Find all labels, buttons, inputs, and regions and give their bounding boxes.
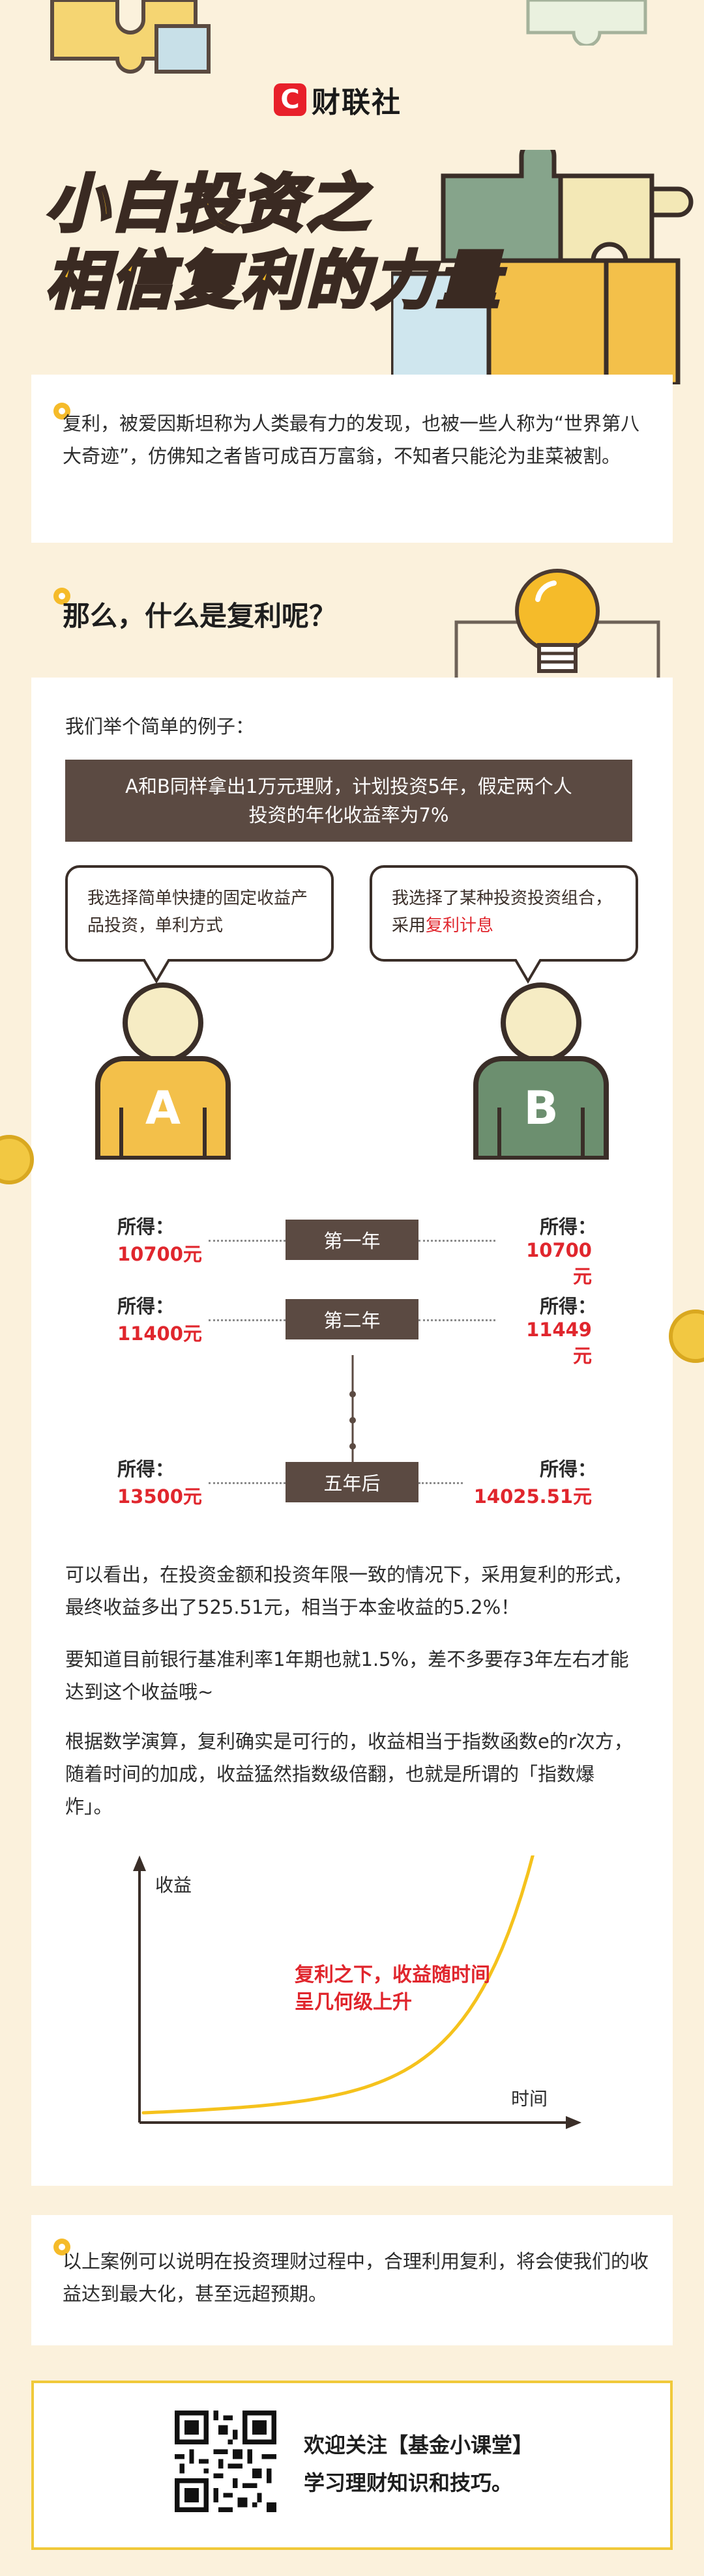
bubble-b-highlight: 复利计息 [426,916,494,936]
person-a-letter: A [145,1081,181,1135]
bubble-a-tail [143,959,171,984]
a-earn-label-2: 所得： [117,1295,175,1317]
footer-line-2: 学习理财知识和技巧。 [304,2470,513,2495]
dotted-line [418,1319,495,1321]
year-box-5: 五年后 [286,1462,418,1502]
dotted-line [418,1482,463,1484]
intro-card [31,375,673,543]
bubble-b-text: 我选择了某种投资投资组合，采用 [392,889,613,936]
graph-x-label: 时间 [511,2088,548,2110]
logo-text: 财联社 [312,86,402,119]
graph-note-line-1: 复利之下，收益随时间 [295,1964,490,1986]
a-value-year5: 13500元 [117,1485,202,1508]
lightbulb-icon [454,569,660,678]
a-earn-label-3: 所得： [117,1458,175,1480]
coin-icon [669,1309,704,1363]
puzzle-decoration-title [391,150,694,384]
puzzle-decoration-top-left [50,0,211,74]
a-earn-label-1: 所得： [117,1216,175,1238]
b-earn-label-1: 所得： [540,1216,597,1238]
puzzle-decoration-top-right [526,0,647,46]
b-value-year1: 10700元 [526,1239,592,1287]
a-value-year1: 10700元 [117,1243,202,1265]
dotted-line [209,1319,286,1321]
compound-growth-graph [133,1855,581,2129]
qr-code-icon[interactable] [175,2411,276,2512]
title-line-2: 相信复利的力量 [44,244,502,319]
bubble-b-tail [515,959,542,984]
growth-curve [141,1855,535,2115]
speech-bubble-b: 我选择了某种投资投资组合，采用复利计息 [370,865,638,962]
b-earn-label-3: 所得： [540,1458,597,1480]
question-heading: 那么，什么是复利呢？ [63,600,337,632]
intro-text: 复利，被爱因斯坦称为人类最有力的发现，也被一些人称为“世界第八大奇迹”，仿佛知之… [63,412,640,467]
banner-line-2: 投资的年化收益率为7% [248,804,449,826]
graph-note-line-2: 呈几何级上升 [295,1991,412,2014]
analysis-paragraph-1: 可以看出，在投资金额和投资年限一致的情况下，采用复利的形式，最终收益多出了525… [65,1564,633,1618]
footer-box [31,2381,673,2550]
dotted-line [209,1482,286,1484]
banner-line-1: A和B同样拿出1万元理财，计划投资5年，假定两个人 [125,775,572,797]
year-box-1: 第一年 [286,1220,418,1260]
conclusion-text: 以上案例可以说明在投资理财过程中，合理利用复利，将会使我们的收益达到最大化，甚至… [63,2250,649,2305]
b-value-year5: 14025.51元 [473,1485,592,1508]
bubble-a-text: 我选择简单快捷的固定收益产品投资，单利方式 [87,889,308,936]
graph-y-label: 收益 [155,1874,192,1896]
bullet-dot-icon [53,403,70,420]
person-b-letter: B [523,1081,559,1135]
brand-logo: C 财联社 [274,82,402,119]
conclusion-card [31,2215,673,2345]
coin-icon [0,1135,34,1184]
person-a-avatar [95,982,231,1160]
speech-bubble-a: 我选择简单快捷的固定收益产品投资，单利方式 [65,865,334,962]
b-value-year2: 11449元 [526,1319,592,1367]
year-box-2: 第二年 [286,1299,418,1339]
logo-badge: C [274,83,306,116]
b-earn-label-2: 所得： [540,1295,597,1317]
title-line-1: 小白投资之 [44,167,372,242]
a-value-year2: 11400元 [117,1323,202,1345]
analysis-paragraph-3: 根据数学演算，复利确实是可行的，收益相当于指数函数e的r次方，随着时间的加成，收… [65,1730,633,1818]
analysis-paragraph-2: 要知道目前银行基准利率1年期也就1.5%，差不多要存3年左右才能达到这个收益哦~ [65,1648,629,1703]
bullet-dot-icon [53,588,70,605]
example-lead: 我们举个简单的例子： [65,715,255,737]
person-b-avatar [473,982,609,1160]
dotted-line [418,1240,495,1242]
example-banner: A和B同样拿出1万元理财，计划投资5年，假定两个人 投资的年化收益率为7% [65,760,632,842]
footer-line-1: 欢迎关注【基金小课堂】 [304,2433,534,2457]
dotted-line [209,1240,286,1242]
bullet-dot-icon [53,2239,70,2255]
